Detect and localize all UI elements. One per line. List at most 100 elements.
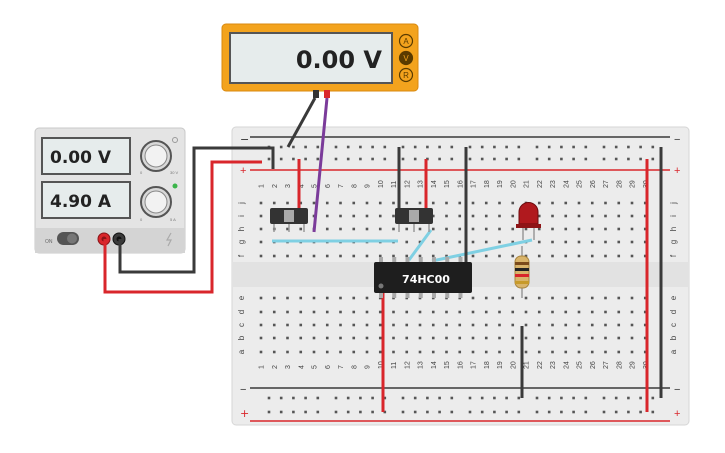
power-negative-wire[interactable] xyxy=(118,146,275,274)
rail-hole[interactable] xyxy=(383,145,387,149)
breadboard-hole[interactable] xyxy=(312,201,316,205)
breadboard-hole[interactable] xyxy=(259,201,263,205)
breadboard-hole[interactable] xyxy=(312,336,316,340)
breadboard-hole[interactable] xyxy=(617,201,621,205)
rail-hole[interactable] xyxy=(517,396,521,400)
rail-hole[interactable] xyxy=(535,410,539,414)
rail-hole[interactable] xyxy=(401,396,405,400)
breadboard-hole[interactable] xyxy=(498,214,501,218)
breadboard-hole[interactable] xyxy=(365,227,369,231)
breadboard-hole[interactable] xyxy=(498,240,501,244)
breadboard-hole[interactable] xyxy=(551,227,554,231)
breadboard-hole[interactable] xyxy=(272,323,276,327)
rail-hole[interactable] xyxy=(651,145,655,149)
breadboard-hole[interactable] xyxy=(312,323,316,327)
breadboard-hole[interactable] xyxy=(537,254,541,258)
rail-hole[interactable] xyxy=(316,145,320,149)
probe-red-wire[interactable] xyxy=(312,97,329,233)
breadboard-hole[interactable] xyxy=(299,350,303,354)
breadboard-hole[interactable] xyxy=(378,310,382,314)
breadboard-hole[interactable] xyxy=(299,201,303,205)
breadboard-hole[interactable] xyxy=(604,214,607,218)
breadboard-hole[interactable] xyxy=(537,201,541,205)
breadboard-hole[interactable] xyxy=(272,201,276,205)
breadboard-hole[interactable] xyxy=(352,214,356,218)
breadboard-hole[interactable] xyxy=(378,350,382,354)
rail-hole[interactable] xyxy=(359,396,362,400)
breadboard-hole[interactable] xyxy=(551,201,554,205)
breadboard-hole[interactable] xyxy=(392,227,395,231)
breadboard-hole[interactable] xyxy=(537,336,541,340)
breadboard-hole[interactable] xyxy=(537,350,541,354)
breadboard-hole[interactable] xyxy=(630,254,634,258)
rail-hole[interactable] xyxy=(627,396,630,400)
breadboard-hole[interactable] xyxy=(352,227,356,231)
rail-hole[interactable] xyxy=(560,157,563,161)
rail-hole[interactable] xyxy=(505,410,508,414)
rail-hole[interactable] xyxy=(639,157,642,161)
breadboard-hole[interactable] xyxy=(643,296,647,300)
breadboard-hole[interactable] xyxy=(577,336,581,340)
breadboard-hole[interactable] xyxy=(630,227,634,231)
breadboard-hole[interactable] xyxy=(431,336,435,340)
breadboard-hole[interactable] xyxy=(577,310,581,314)
rail-hole[interactable] xyxy=(438,396,441,400)
rail-hole[interactable] xyxy=(480,410,484,414)
rail-hole[interactable] xyxy=(627,145,630,149)
breadboard-hole[interactable] xyxy=(259,310,263,314)
breadboard-hole[interactable] xyxy=(365,254,369,258)
rail-hole[interactable] xyxy=(316,157,320,161)
rail-hole[interactable] xyxy=(584,396,588,400)
rail-hole[interactable] xyxy=(292,396,295,400)
breadboard-hole[interactable] xyxy=(365,310,369,314)
breadboard-hole[interactable] xyxy=(445,240,448,244)
breadboard-hole[interactable] xyxy=(643,240,647,244)
breadboard-hole[interactable] xyxy=(445,350,448,354)
breadboard-hole[interactable] xyxy=(511,201,515,205)
rail-hole[interactable] xyxy=(468,157,472,161)
rail-hole[interactable] xyxy=(359,410,362,414)
breadboard-hole[interactable] xyxy=(312,296,316,300)
breadboard-hole[interactable] xyxy=(498,350,501,354)
breadboard-hole[interactable] xyxy=(471,336,475,340)
rail-hole[interactable] xyxy=(450,157,454,161)
breadboard-hole[interactable] xyxy=(484,336,488,340)
rail-hole[interactable] xyxy=(383,410,387,414)
breadboard-hole[interactable] xyxy=(577,323,581,327)
breadboard-hole[interactable] xyxy=(445,336,448,340)
breadboard-hole[interactable] xyxy=(286,310,289,314)
breadboard-hole[interactable] xyxy=(604,296,607,300)
breadboard-hole[interactable] xyxy=(564,310,568,314)
breadboard-hole[interactable] xyxy=(604,310,607,314)
breadboard-hole[interactable] xyxy=(365,336,369,340)
breadboard-hole[interactable] xyxy=(445,254,448,258)
rail-hole[interactable] xyxy=(267,410,271,414)
breadboard-hole[interactable] xyxy=(617,254,621,258)
breadboard-hole[interactable] xyxy=(259,214,263,218)
rail-hole[interactable] xyxy=(383,396,387,400)
breadboard-hole[interactable] xyxy=(312,350,316,354)
breadboard-hole[interactable] xyxy=(339,336,342,340)
breadboard-hole[interactable] xyxy=(352,254,356,258)
breadboard-hole[interactable] xyxy=(577,350,581,354)
breadboard-hole[interactable] xyxy=(259,296,263,300)
breadboard-hole[interactable] xyxy=(431,323,435,327)
breadboard-hole[interactable] xyxy=(405,310,409,314)
breadboard-hole[interactable] xyxy=(325,323,329,327)
breadboard-hole[interactable] xyxy=(325,201,329,205)
breadboard-hole[interactable] xyxy=(365,350,369,354)
rail-hole[interactable] xyxy=(438,157,441,161)
rail-hole[interactable] xyxy=(334,157,338,161)
rail-hole[interactable] xyxy=(584,410,588,414)
breadboard-hole[interactable] xyxy=(484,310,488,314)
breadboard-hole[interactable] xyxy=(339,201,342,205)
breadboard-hole[interactable] xyxy=(286,323,289,327)
rail-hole[interactable] xyxy=(572,410,575,414)
breadboard-hole[interactable] xyxy=(352,201,356,205)
rail-hole[interactable] xyxy=(468,410,472,414)
breadboard-hole[interactable] xyxy=(352,350,356,354)
rail-hole[interactable] xyxy=(505,157,508,161)
rail-hole[interactable] xyxy=(584,157,588,161)
breadboard-hole[interactable] xyxy=(458,201,462,205)
breadboard-hole[interactable] xyxy=(484,323,488,327)
